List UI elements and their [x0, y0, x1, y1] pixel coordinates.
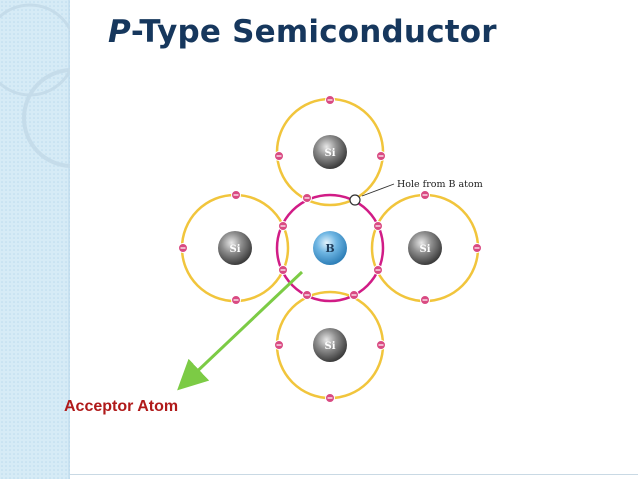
divider	[70, 474, 638, 475]
si-atom-right-label: Si	[419, 244, 430, 255]
b-atom-label: B	[325, 242, 334, 255]
acceptor-arrow	[188, 272, 302, 380]
hole-label: Hole from B atom	[397, 179, 483, 190]
acceptor-atom-label: Acceptor Atom	[64, 398, 178, 416]
si-atom-left-label: Si	[229, 244, 240, 255]
hole-marker	[350, 195, 360, 205]
si-atom-bottom-label: Si	[324, 341, 335, 352]
si-atom-top-label: Si	[324, 148, 335, 159]
